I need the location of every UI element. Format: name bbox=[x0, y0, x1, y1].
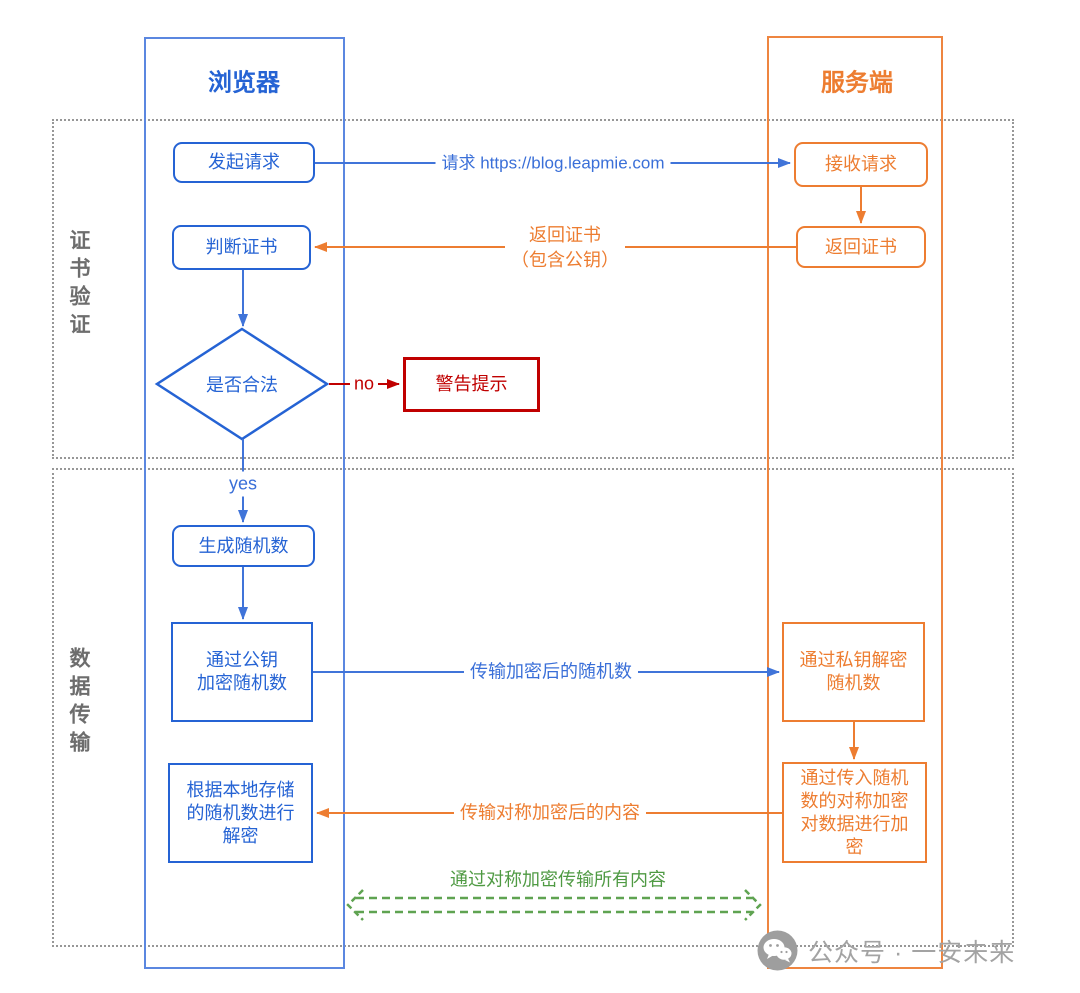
section-label-cert-verification: 证书验证 bbox=[67, 229, 90, 341]
lane-header-server: 服务端 bbox=[821, 69, 893, 97]
edge-label-no: no bbox=[349, 371, 379, 397]
watermark-text: 公众号 · 一安未来 bbox=[808, 938, 1016, 967]
node-generate-random: 生成随机数 bbox=[172, 525, 315, 567]
node-initiate-request: 发起请求 bbox=[173, 142, 315, 183]
node-symmetric-encrypt-data: 通过传入随机 数的对称加密 对数据进行加 密 bbox=[782, 762, 927, 863]
edge-label-return-certificate: 返回证书 （包含公钥） bbox=[505, 222, 625, 274]
wechat-icon bbox=[757, 930, 798, 971]
lane-browser bbox=[144, 37, 345, 969]
node-warning-alert: 警告提示 bbox=[403, 357, 540, 412]
edge-label-send-random: 传输加密后的随机数 bbox=[464, 658, 638, 686]
edge-label-yes: yes bbox=[224, 471, 262, 497]
node-return-certificate: 返回证书 bbox=[796, 226, 926, 268]
edge-label-send-content: 传输对称加密后的内容 bbox=[454, 799, 646, 827]
section-cert-verification bbox=[52, 119, 1014, 459]
section-label-data-transfer: 数据传输 bbox=[67, 647, 90, 759]
lane-header-browser: 浏览器 bbox=[208, 69, 280, 97]
node-receive-request: 接收请求 bbox=[794, 142, 928, 187]
node-decrypt-with-private-key: 通过私钥解密 随机数 bbox=[782, 622, 925, 722]
node-judge-certificate: 判断证书 bbox=[172, 225, 311, 270]
watermark: 公众号 · 一安未来 bbox=[757, 930, 1015, 971]
edge-label-symmetric-all: 通过对称加密传输所有内容 bbox=[450, 869, 666, 890]
lane-server bbox=[767, 36, 943, 969]
edge-label-request: 请求 https://blog.leapmie.com bbox=[435, 149, 671, 177]
node-validity-check-label: 是否合法 bbox=[206, 375, 278, 395]
section-data-transfer bbox=[52, 468, 1014, 947]
node-local-decrypt: 根据本地存储 的随机数进行 解密 bbox=[168, 763, 313, 863]
node-encrypt-with-public-key: 通过公钥 加密随机数 bbox=[171, 622, 313, 722]
